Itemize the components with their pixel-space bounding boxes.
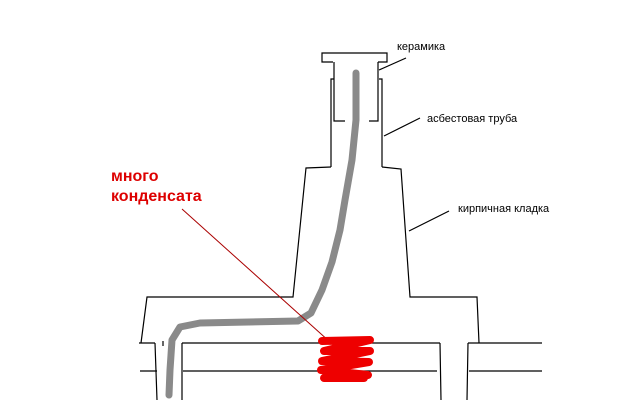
condensate-mark [317, 336, 374, 382]
brickwork-upper [140, 166, 332, 344]
asbestos-pipe-right [379, 78, 383, 167]
ceramic-tube-left [333, 62, 345, 122]
asbestos-pipe-label: асбестовая труба [427, 113, 518, 125]
brickwork-upper-right [381, 166, 480, 344]
ceramic-tube-right [369, 62, 379, 122]
annotation-pointer [181, 208, 331, 343]
chimney-outline [139, 52, 542, 400]
ceramic-label: керамика [397, 41, 446, 53]
brickwork-label: кирпичная кладка [458, 203, 550, 215]
ceramic-leader [378, 57, 407, 71]
asbestos-leader [383, 117, 421, 137]
asbestos-pipe-left [330, 78, 334, 167]
condensate-annotation: много конденсата [111, 167, 202, 207]
annotation-line-1: много [111, 168, 159, 185]
ceramic-cap [321, 52, 388, 63]
floor-verticals [154, 341, 469, 400]
smoke-flow [165, 69, 360, 399]
annotation-line-2: конденсата [111, 188, 202, 205]
brickwork-leader [408, 210, 450, 232]
